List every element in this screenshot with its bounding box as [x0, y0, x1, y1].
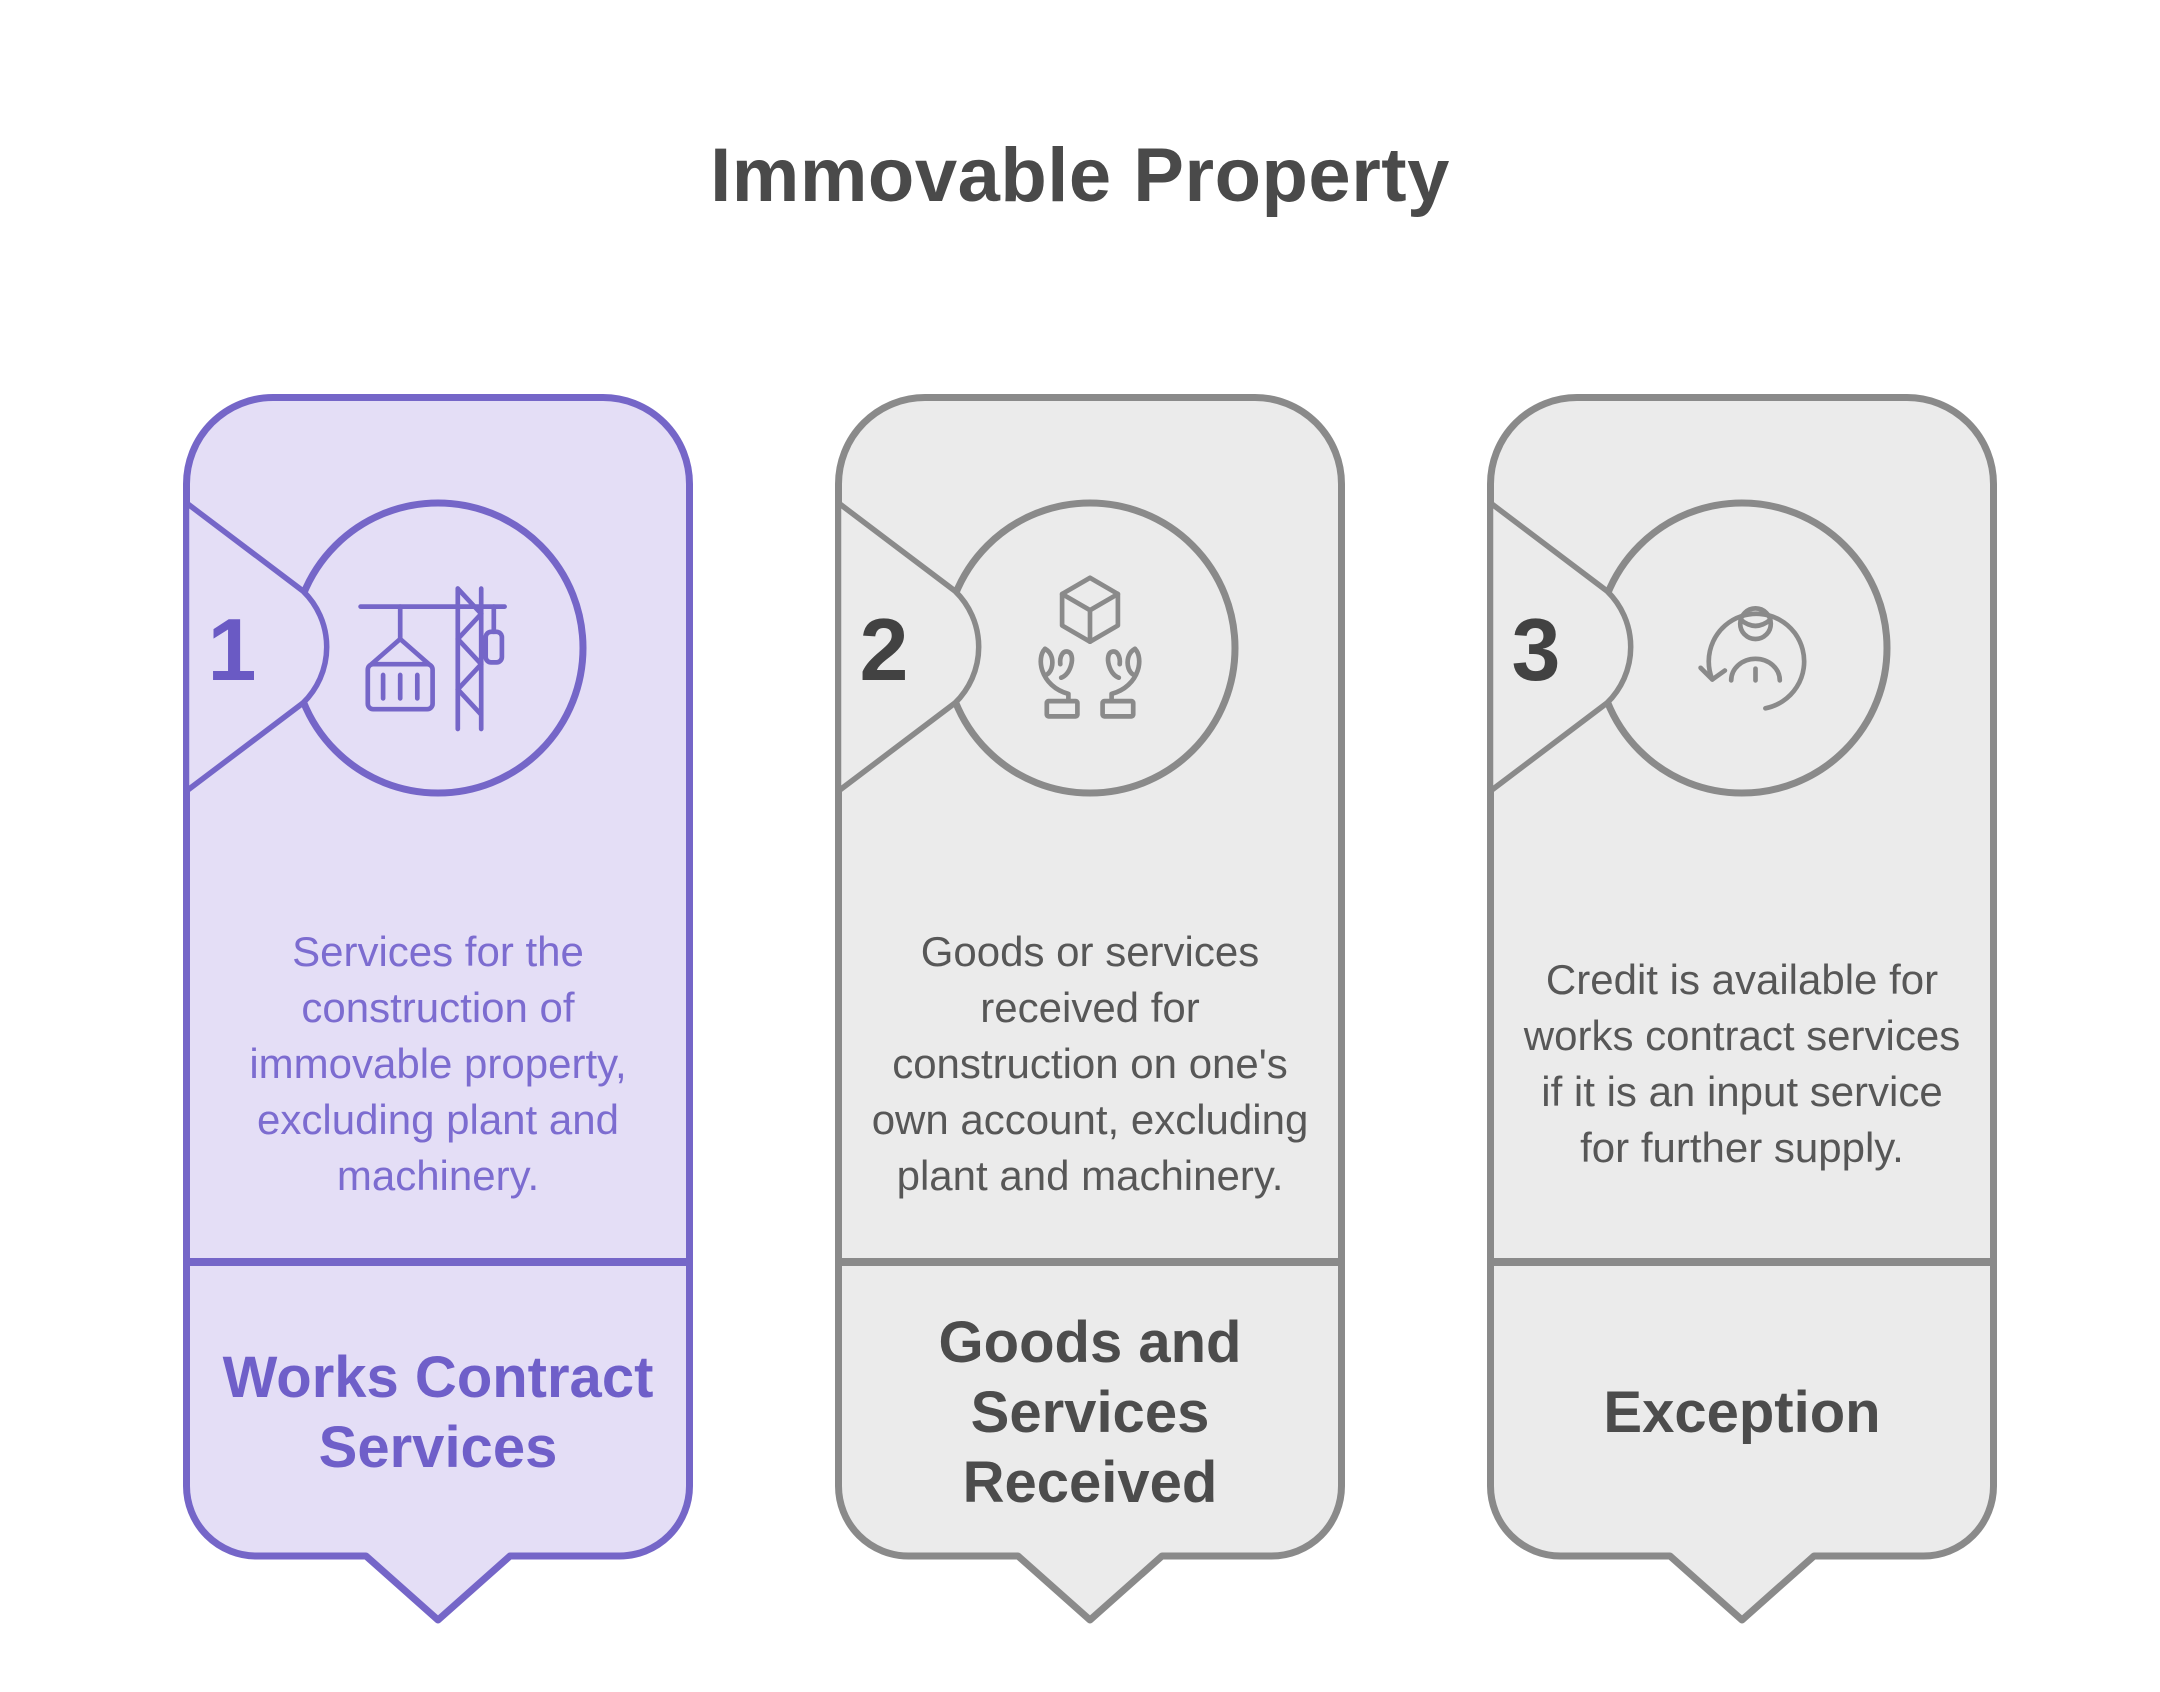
card-goods-and-services-received: 2 Goods or services received for constru… [835, 394, 1345, 1627]
card-title: Exception [1603, 1380, 1881, 1445]
card-number: 2 [859, 600, 909, 699]
number-notch [835, 500, 982, 794]
card-number: 1 [207, 600, 257, 699]
card-description: Credit is available for works contract s… [1523, 956, 1961, 1171]
card-outline [835, 394, 1345, 1624]
card-description: Services for the construction of immovab… [249, 928, 627, 1199]
card-shape-art [183, 394, 693, 1624]
number-notch [183, 500, 330, 794]
hands-holding-box-icon [1038, 575, 1142, 719]
person-refresh-icon [1698, 606, 1807, 711]
card-shape-art [1487, 394, 1997, 1624]
card-outline [1487, 394, 1997, 1624]
number-notch [1487, 500, 1634, 794]
card-works-contract-services: 1 Services for the construction of immov… [183, 394, 693, 1627]
card-description: Goods or services received for construct… [871, 928, 1309, 1199]
card-title: Goods and Services Received [938, 1310, 1242, 1515]
page-title: Immovable Property [710, 133, 1450, 218]
card-title: Works Contract Services [222, 1345, 654, 1480]
construction-crane-icon [358, 586, 507, 732]
card-shape-art [835, 394, 1345, 1624]
card-exception: 3 Credit is available for works contract… [1487, 394, 1997, 1627]
card-outline [183, 394, 693, 1624]
card-number: 3 [1511, 600, 1561, 699]
